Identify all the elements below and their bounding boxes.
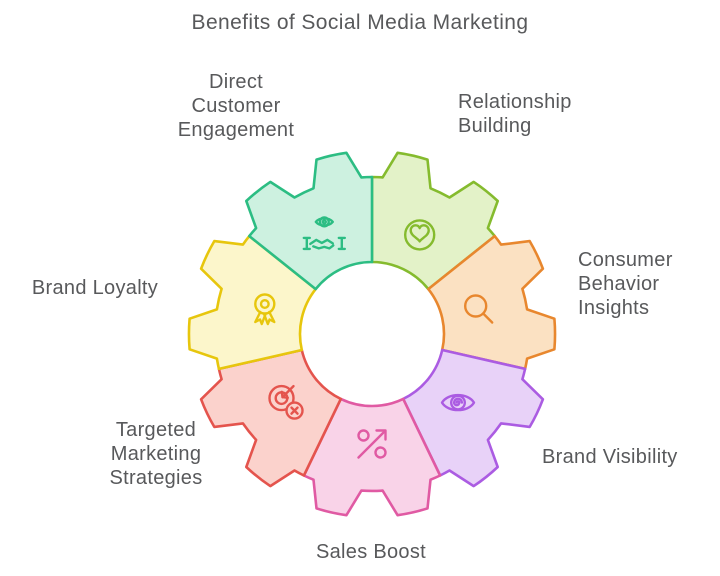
heart-circle-icon [404, 219, 436, 251]
gear-segment-relationship-building [370, 151, 499, 291]
gear-segment-brand-loyalty [187, 234, 317, 371]
award-ribbon-icon [254, 293, 276, 326]
gear-segment-consumer-behavior-insights [427, 234, 557, 371]
label-consumer-behavior-insights: Consumer Behavior Insights [578, 249, 673, 319]
label-targeted-marketing-strategies: Targeted Marketing Strategies [109, 419, 203, 489]
eye-spiral-icon [440, 393, 476, 412]
label-brand-visibility: Brand Visibility [542, 446, 678, 468]
gear-segment-sales-boost [302, 397, 442, 517]
diagram-title: Benefits of Social Media Marketing [191, 11, 529, 34]
label-sales-boost: Sales Boost [315, 541, 427, 563]
gear-segment-direct-customer-engagement [245, 151, 374, 291]
target-missed-icon [268, 384, 304, 420]
label-direct-customer-engagement: Direct Customer Engagement [177, 71, 295, 141]
gear-segment-brand-visibility [401, 348, 545, 488]
magnifier-icon [464, 294, 494, 324]
label-relationship-building: Relationship Building [458, 91, 572, 137]
handshake-eye-icon [302, 216, 346, 251]
percent-growth-icon [357, 429, 387, 459]
gear-segment-targeted-marketing-strategies [199, 348, 343, 488]
label-brand-loyalty: Brand Loyalty [31, 277, 159, 299]
